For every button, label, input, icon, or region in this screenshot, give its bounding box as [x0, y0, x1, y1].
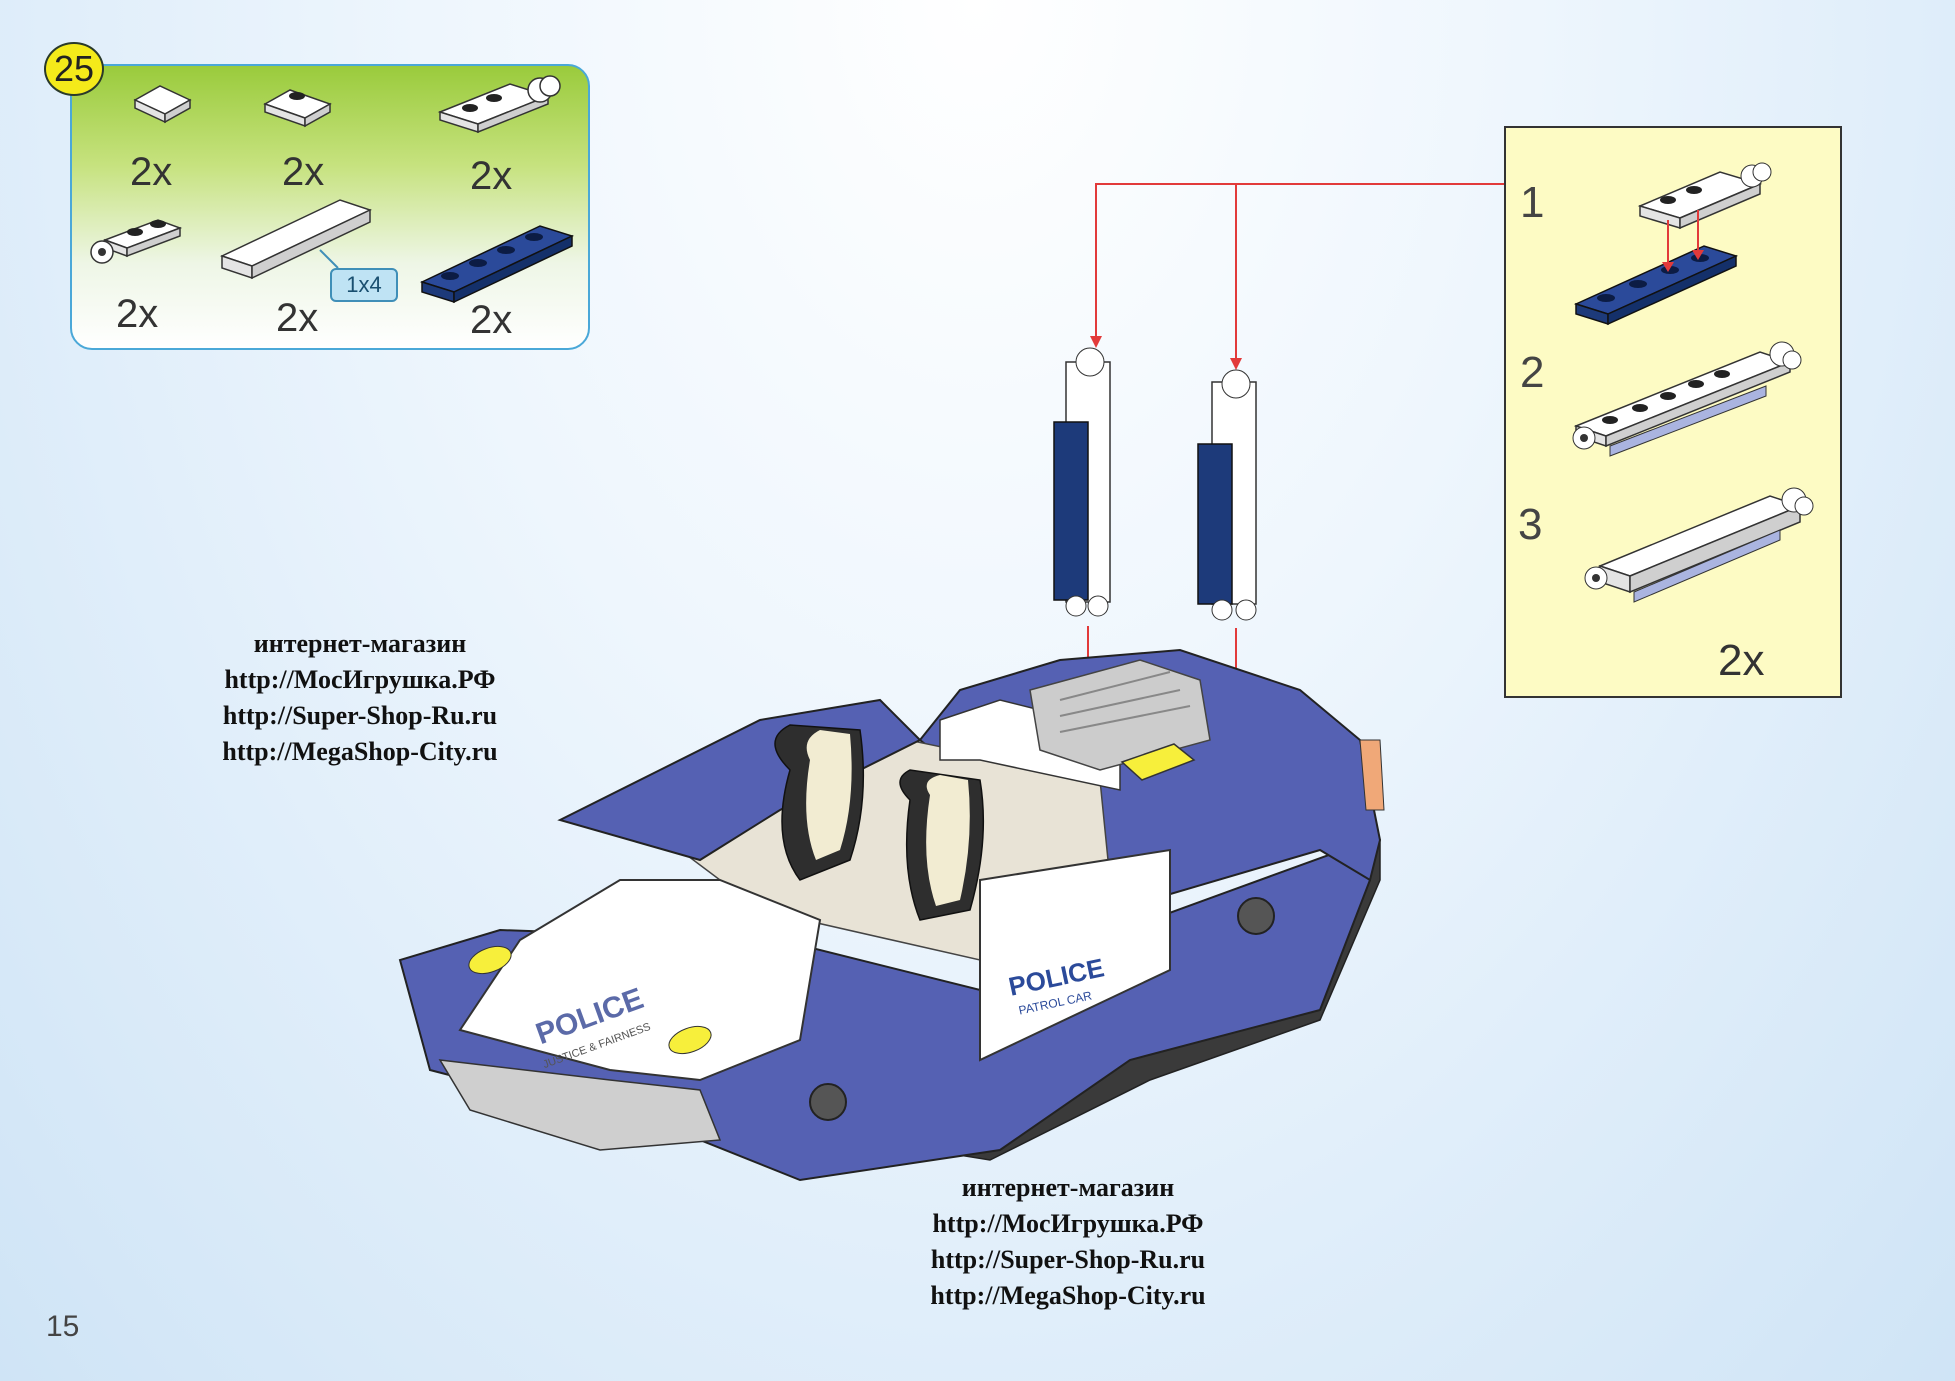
substep-number: 2: [1520, 348, 1545, 397]
police-car: [398, 648, 1385, 1182]
substep-2-illustration: [1572, 341, 1802, 457]
substep-number: 1: [1520, 178, 1545, 227]
attaching-subassembly-left: [1053, 347, 1111, 617]
part-qty: 2x: [282, 150, 325, 194]
part-size-label: 1x4: [330, 268, 398, 302]
substep-number: 3: [1518, 500, 1543, 549]
watermark-line: http://Super-Shop-Ru.ru: [930, 1245, 1206, 1274]
page-number: 15: [46, 1310, 80, 1343]
watermark-line: http://MegaShop-City.ru: [222, 737, 498, 766]
substep-3-illustration: [1584, 487, 1814, 603]
watermark-line: http://Super-Shop-Ru.ru: [222, 701, 498, 730]
watermark-block-left: интернет-магазин http://МосИгрушка.РФ ht…: [194, 626, 526, 770]
watermark-line: http://МосИгрушка.РФ: [224, 665, 496, 694]
part-qty: 2x: [276, 296, 319, 340]
part-qty: 2x: [130, 150, 173, 194]
part-plate-1x4-dark-blue: [419, 225, 575, 304]
watermark-line: http://MegaShop-City.ru: [930, 1281, 1206, 1310]
watermark-line: http://МосИгрушка.РФ: [932, 1209, 1204, 1238]
part-tile-1x4-white: [219, 199, 373, 280]
watermark-block-bottom: интернет-магазин http://МосИгрушка.РФ ht…: [892, 1170, 1244, 1314]
watermark-line: интернет-магазин: [961, 1173, 1175, 1202]
part-qty: 2x: [116, 292, 159, 336]
subassembly-qty: 2x: [1718, 636, 1765, 685]
part-plate-1x2-white-stud: [263, 89, 332, 128]
part-plate-2x2-white: [133, 85, 192, 124]
part-qty: 2x: [470, 298, 513, 342]
watermark-line: интернет-магазин: [253, 629, 467, 658]
substep-1-illustration: [1573, 162, 1772, 326]
part-plate-1x2-white-hinge: [90, 219, 183, 264]
attaching-subassembly-right: [1197, 369, 1257, 621]
part-plate-1x3-white-clip: [437, 75, 561, 134]
part-qty: 2x: [470, 154, 513, 198]
step-number-badge: 25: [44, 42, 104, 96]
